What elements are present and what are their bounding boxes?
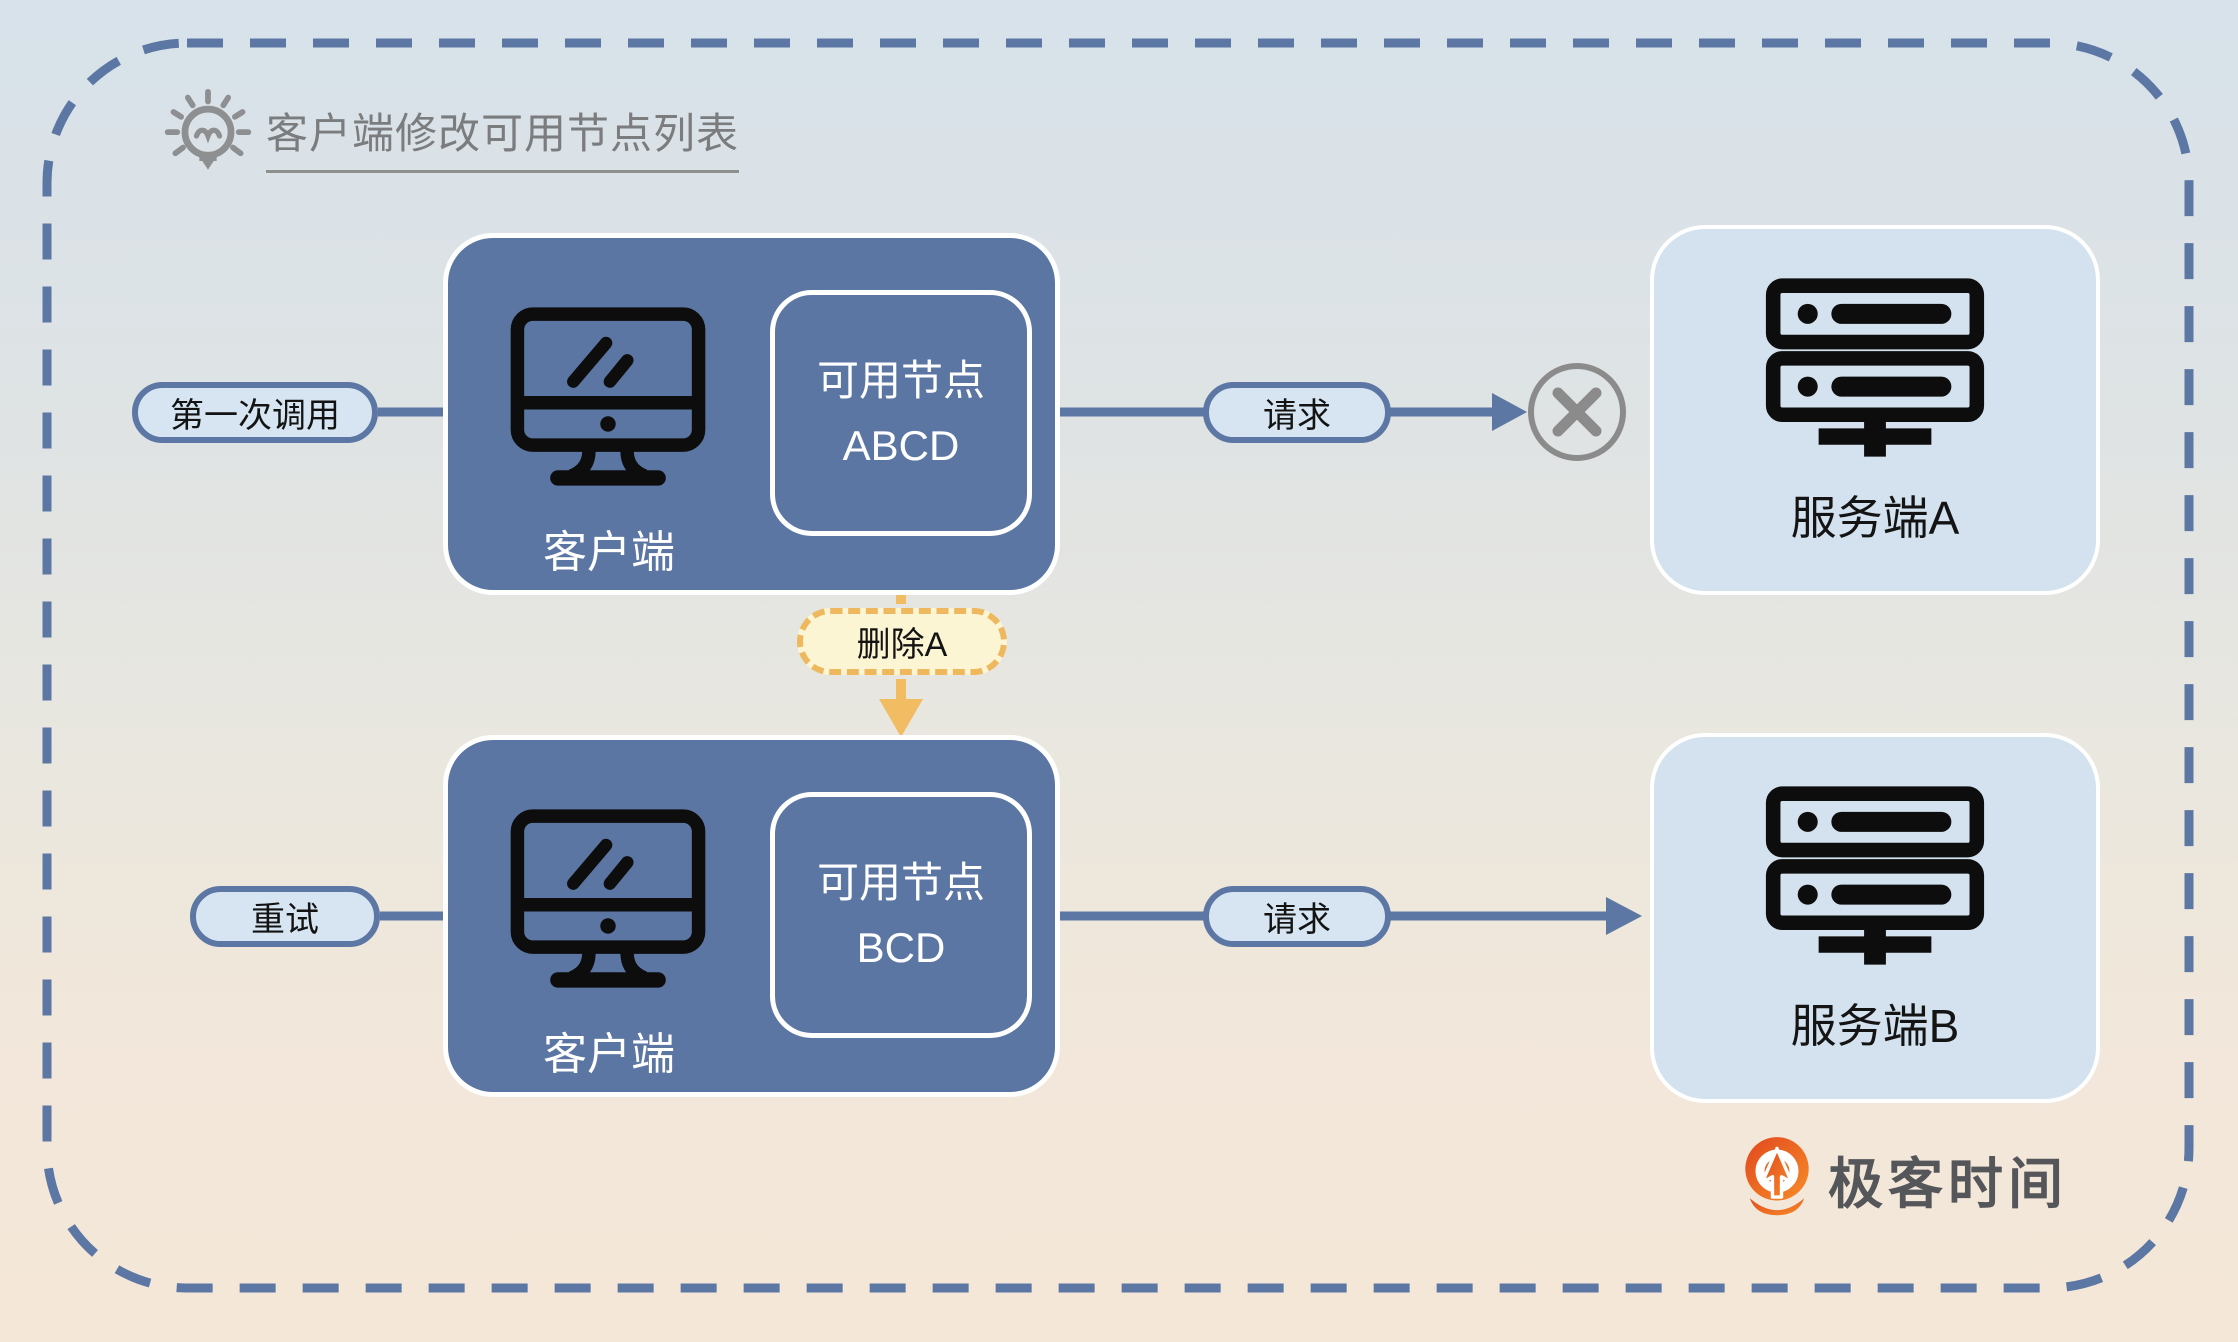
server-node-a: 服务端A	[1650, 225, 2100, 595]
geektime-logo: 极客时间	[1740, 1136, 2068, 1222]
geektime-logo-text: 极客时间	[1828, 1153, 2069, 1215]
server-a-label: 服务端A	[1790, 492, 1960, 544]
failure-x-icon	[1528, 363, 1626, 461]
retry-pill: 重试	[190, 886, 380, 947]
nodes-list: ABCD	[842, 422, 960, 469]
server-b-label: 服务端B	[1790, 1000, 1960, 1052]
dashed-frame	[42, 38, 2194, 1293]
arrow-request-to-servera	[1389, 393, 1527, 431]
nodes-title: 可用节点	[816, 858, 985, 906]
nodes-title: 可用节点	[816, 356, 985, 404]
request-label-top: 请求	[1263, 397, 1331, 435]
server-icon	[1765, 278, 1985, 457]
geektime-logo-icon	[1745, 1137, 1809, 1216]
nodes-list: BCD	[856, 924, 946, 971]
request-pill-top: 请求	[1203, 382, 1391, 443]
delete-node-label: 删除A	[856, 626, 948, 664]
retry-label: 重试	[251, 901, 319, 939]
server-node-b: 服务端B	[1650, 733, 2100, 1103]
delete-node-pill: 删除A	[797, 608, 1007, 675]
lightbulb-icon	[164, 88, 252, 170]
server-icon	[1765, 786, 1985, 965]
title-text: 客户端修改可用节点列表	[266, 100, 740, 173]
computer-icon	[510, 307, 706, 486]
arrow-request-to-serverb	[1389, 897, 1642, 935]
first-call-pill: 第一次调用	[132, 382, 378, 443]
diagram-title: 客户端修改可用节点列表	[160, 88, 740, 184]
client-label: 客户端	[543, 528, 675, 577]
computer-icon	[510, 809, 706, 988]
available-nodes-box-bottom: 可用节点 BCD	[770, 792, 1032, 1038]
client-node-top: 客户端 可用节点 ABCD	[443, 233, 1060, 595]
request-label-bottom: 请求	[1263, 901, 1331, 939]
client-label: 客户端	[543, 1030, 675, 1079]
client-node-bottom: 客户端 可用节点 BCD	[443, 735, 1060, 1097]
request-pill-bottom: 请求	[1203, 886, 1391, 947]
available-nodes-box-top: 可用节点 ABCD	[770, 290, 1032, 536]
first-call-label: 第一次调用	[170, 397, 340, 435]
